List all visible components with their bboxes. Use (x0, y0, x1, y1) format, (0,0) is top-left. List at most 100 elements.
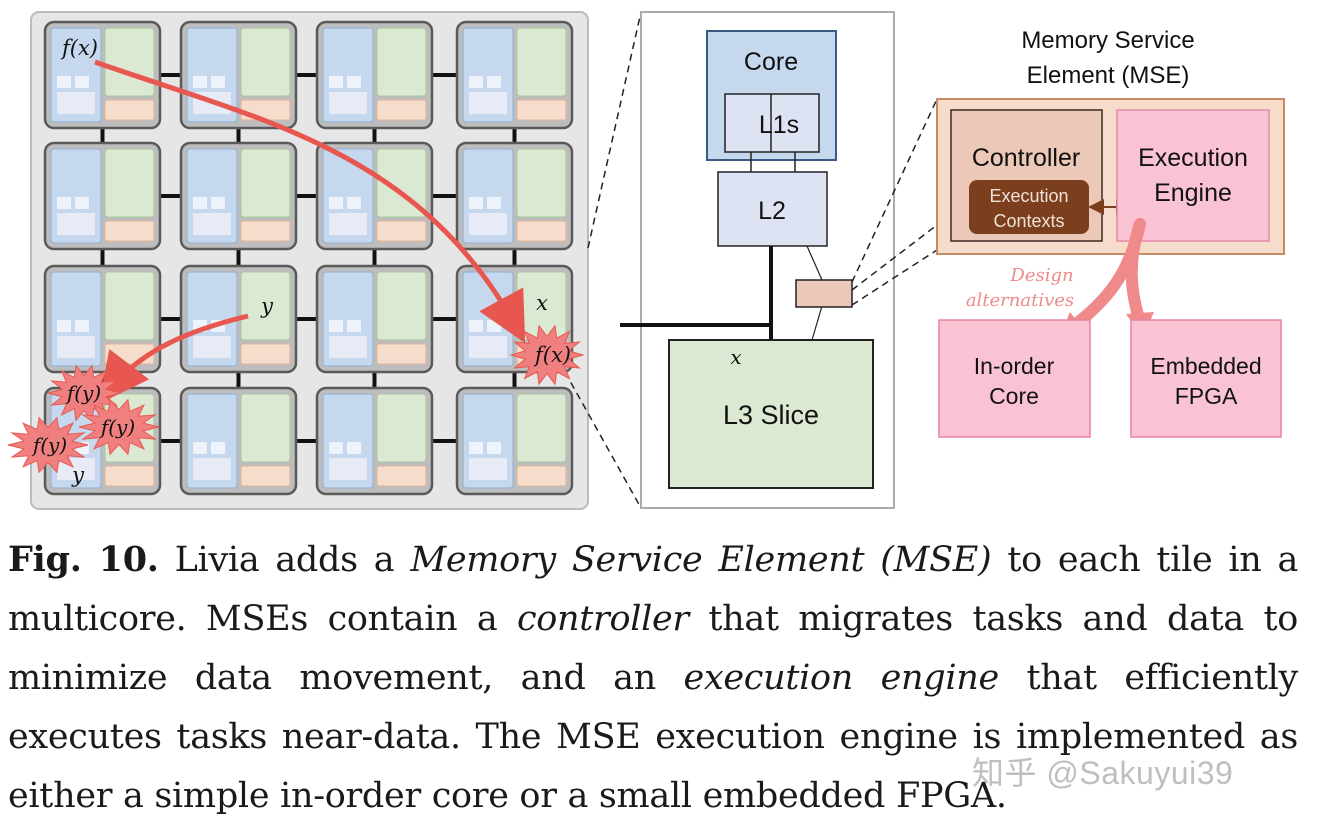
design-alt-line1: Design (1009, 265, 1073, 286)
execution-contexts-line1: Execution (989, 186, 1068, 206)
burst-marker (509, 324, 585, 386)
tile-mse (104, 99, 155, 121)
tile-l3 (240, 27, 291, 97)
tile-l1 (193, 442, 207, 454)
tile-l1 (57, 197, 71, 209)
fx-migration-arrow (94, 59, 526, 344)
tile-l1 (329, 76, 343, 88)
core-label: Core (744, 48, 798, 76)
tile-l1 (487, 197, 501, 209)
tile-mesh (30, 11, 589, 510)
x-data-label: x (536, 291, 548, 315)
l3-x-label: x (730, 345, 741, 369)
l3-label: L3 Slice (723, 400, 819, 430)
tile-l1 (469, 76, 483, 88)
tile-l1 (347, 320, 361, 332)
tile-l3 (104, 271, 155, 341)
mesh-tiles (43, 20, 574, 496)
tile-l2 (57, 336, 95, 358)
mesh-tile (43, 141, 162, 251)
l1s-block (724, 93, 820, 153)
tile-l1 (211, 197, 225, 209)
tile-mse (376, 343, 427, 365)
tile-l3 (516, 27, 567, 97)
inorder-core-line1: In-order (974, 353, 1055, 379)
tile-l2 (193, 336, 231, 358)
tile-mse (240, 343, 291, 365)
tile-l3 (240, 148, 291, 218)
mesh-tile (315, 386, 434, 496)
tile-l3 (104, 27, 155, 97)
tile-l1 (329, 197, 343, 209)
tile-mse (240, 220, 291, 242)
tile-l1 (469, 442, 483, 454)
tile-l1 (347, 76, 361, 88)
tile-l2 (193, 458, 231, 480)
tile-l1 (211, 442, 225, 454)
fy-migration-arrow (98, 313, 249, 404)
mesh-tile (455, 20, 574, 130)
y-data-label: y (71, 463, 85, 487)
alt-arrow-fpga (1125, 218, 1146, 328)
tile-l2 (469, 213, 507, 235)
mesh-tile (455, 386, 574, 496)
tile-mse (516, 220, 567, 242)
tile-mse (516, 99, 567, 121)
tile-l2 (57, 92, 95, 114)
mesh-tile (315, 20, 434, 130)
tile-l3 (376, 393, 427, 463)
mesh-tile (315, 141, 434, 251)
tile-l1 (329, 320, 343, 332)
tile-mse (104, 220, 155, 242)
tile-l1 (347, 197, 361, 209)
caption-emph-engine: execution engine (683, 658, 1000, 698)
caption-emph-mse: Memory Service Element (MSE) (410, 540, 992, 580)
mse-title-line2: Element (MSE) (1027, 62, 1190, 89)
tile-l1 (469, 197, 483, 209)
tile-l1 (57, 320, 71, 332)
mesh-tile (43, 264, 162, 374)
l1s-label: L1s (759, 111, 799, 139)
burst-marker (78, 398, 160, 456)
tile-l2 (329, 213, 367, 235)
execution-contexts-line2: Contexts (993, 211, 1064, 231)
tile-l3 (516, 393, 567, 463)
tile-l3 (104, 148, 155, 218)
tile-l3 (240, 271, 291, 341)
tile-l1 (487, 76, 501, 88)
mesh-tile (43, 20, 162, 130)
figure-number: Fig. 10. (8, 539, 159, 580)
tile-l1 (75, 320, 89, 332)
tile-l2 (329, 336, 367, 358)
figure-caption: Fig. 10. Livia adds a Memory Service Ele… (8, 530, 1298, 826)
burst-markers (7, 324, 585, 474)
fy-label-3: f(y) (31, 433, 67, 457)
tile-l2 (469, 336, 507, 358)
tile-mse (376, 99, 427, 121)
watermark: 知乎 @Sakuyui39 (972, 755, 1234, 791)
mse-block-small (795, 279, 853, 308)
caption-text-3: that migrates tasks and data to minimize… (8, 599, 1299, 698)
caption-emph-controller: controller (516, 599, 689, 639)
tile-mse (516, 465, 567, 487)
caption-text-1: Livia adds a (158, 540, 411, 580)
tile-l1 (211, 76, 225, 88)
tile-l1 (469, 320, 483, 332)
tile-l1 (57, 76, 71, 88)
mesh-overlays: f(x) x f(x) y f(y) f(y) f(y) y (7, 36, 585, 487)
y-source-label: y (260, 294, 274, 318)
tile-l3 (376, 27, 427, 97)
fy-label-1: f(y) (65, 381, 101, 405)
design-alt-line2: alternatives (966, 290, 1074, 311)
caption-text-2: to each tile in a multicore. MSEs contai… (8, 540, 1299, 639)
burst-marker (7, 416, 89, 474)
tile-l1 (75, 76, 89, 88)
tile-l3 (240, 393, 291, 463)
mse-detail-panel: Memory Service Element (MSE) Controller … (851, 27, 1285, 438)
l2-block (717, 171, 828, 247)
execution-engine-line2: Engine (1154, 179, 1232, 207)
controller-label: Controller (972, 144, 1080, 172)
l2-label: L2 (758, 197, 786, 225)
tile-l3 (516, 148, 567, 218)
tile-mse (376, 220, 427, 242)
